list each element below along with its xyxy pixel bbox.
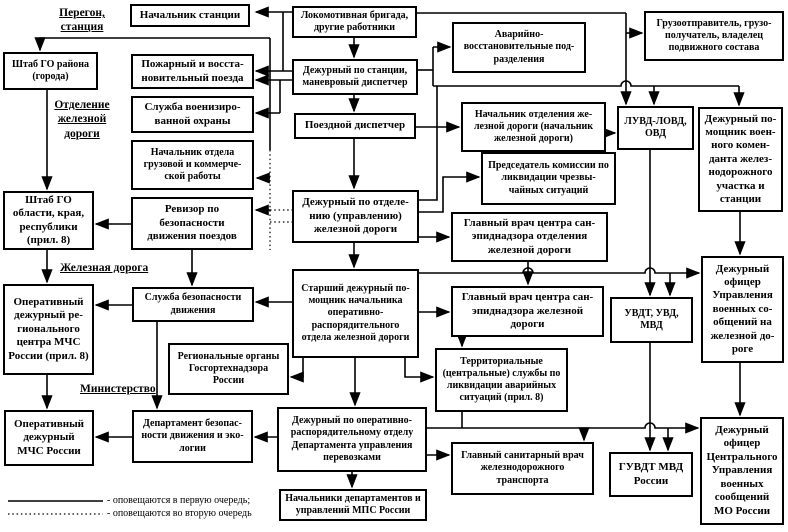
box-nachalnik-otdeleniya: Начальник отделения же-лезной дороги (на… [461,102,606,152]
zone-label-otdelenie: Отделение железной дороги [54,99,110,140]
box-guvdt-mvd: ГУВДТ МВД России [609,452,693,497]
box-territorialnye-sluzhby: Территориальные (центральные) службы по … [435,348,568,412]
box-gruzootpravitel: Грузоотправитель, грузо-получатель, влад… [644,11,784,61]
box-pozharny-poezd: Пожарный и восста-новительный поезда [131,54,254,89]
dotted-connectors [8,150,293,515]
box-shtab-go-raiona: Штаб ГО района (города) [3,52,98,90]
box-glavvrach-zhd: Главный врач центра сан-эпиднадзора желе… [451,286,604,337]
legend-first-priority: - оповещаются в первую очередь; [107,495,251,506]
box-dezh-ofitser-uvs: Дежурный офицер Управления военных со-об… [701,256,784,363]
box-glavny-sanitarny-vrach: Главный санитарный врач железнодорожного… [451,442,594,495]
box-departament-bezopasnosti: Департамент безопас-ности движения и эко… [132,410,253,463]
box-avariyno-vosstanovitelnye: Аварийно-восстановительные под-разделени… [452,22,586,73]
zone-label-zheleznaya-doroga: Железная дорога [60,262,149,274]
box-operativny-mchs: Оперативный дежурный МЧС России [4,410,94,466]
solid-connectors [8,6,746,502]
box-nachalniki-departamentov: Начальники департаментов и управлений МП… [279,489,427,521]
box-shtab-go-oblasti: Штаб ГО области, края, республики (прил.… [3,191,94,250]
box-uvdt-uvd-mvd: УВДТ, УВД, МВД [610,297,693,343]
box-dezh-ofitser-central: Дежурный офицер Центрального Управления … [700,417,784,525]
box-sluzhba-bezopasnosti: Служба безопасности движения [132,287,254,322]
box-predsedatel-komissii: Председатель комиссии по ликвидации чрез… [481,152,616,205]
box-poezdnoy-dispetcher: Поездной диспетчер [294,113,416,139]
box-dezhurny-po-operativno: Дежурный по оперативно-распорядительному… [277,407,427,472]
box-nachalnik-stancii: Начальник станции [130,4,250,27]
box-dezhurny-po-otdeleniyu: Дежурный по отделе-нию (управлению) желе… [292,190,419,243]
box-nachalnik-otdela-gruzovoy: Начальник отдела грузовой и коммерче-ско… [131,140,254,190]
box-dezhurny-po-stancii: Дежурный по станции, маневровый диспетче… [292,59,418,95]
box-dezh-pomoshnik-komendanta: Дежурный по-мощник воен-ного комен-данта… [698,107,783,212]
box-regionalnye-organy: Региональные органы Госгортехнадзора Рос… [168,343,289,395]
zone-label-ministerstvo: Министерство [80,383,156,395]
box-luvd-lovd-ovd: ЛУВД-ЛОВД, ОВД [617,106,694,150]
box-glavvrach-otdeleniya: Главный врач центра сан-эпиднадзора отде… [451,212,608,262]
zone-label-peregon: Перегон, станция [59,7,105,34]
box-starshy-dezhurny: Старший дежурный по-мощник начальника оп… [292,269,419,358]
box-revizor: Ревизор по безопасности движения поездов [131,197,253,250]
box-operativny-regionalny-mchs: Оперативный дежурный ре-гионального цент… [3,284,94,375]
legend-second-priority: - оповещаются во вторую очередь [107,508,252,519]
box-lokomotivnaya-brigada: Локомотивная бригада, другие работники [292,6,417,38]
box-sluzhba-okhrany: Служба военизиро-ванной охраны [131,96,254,133]
